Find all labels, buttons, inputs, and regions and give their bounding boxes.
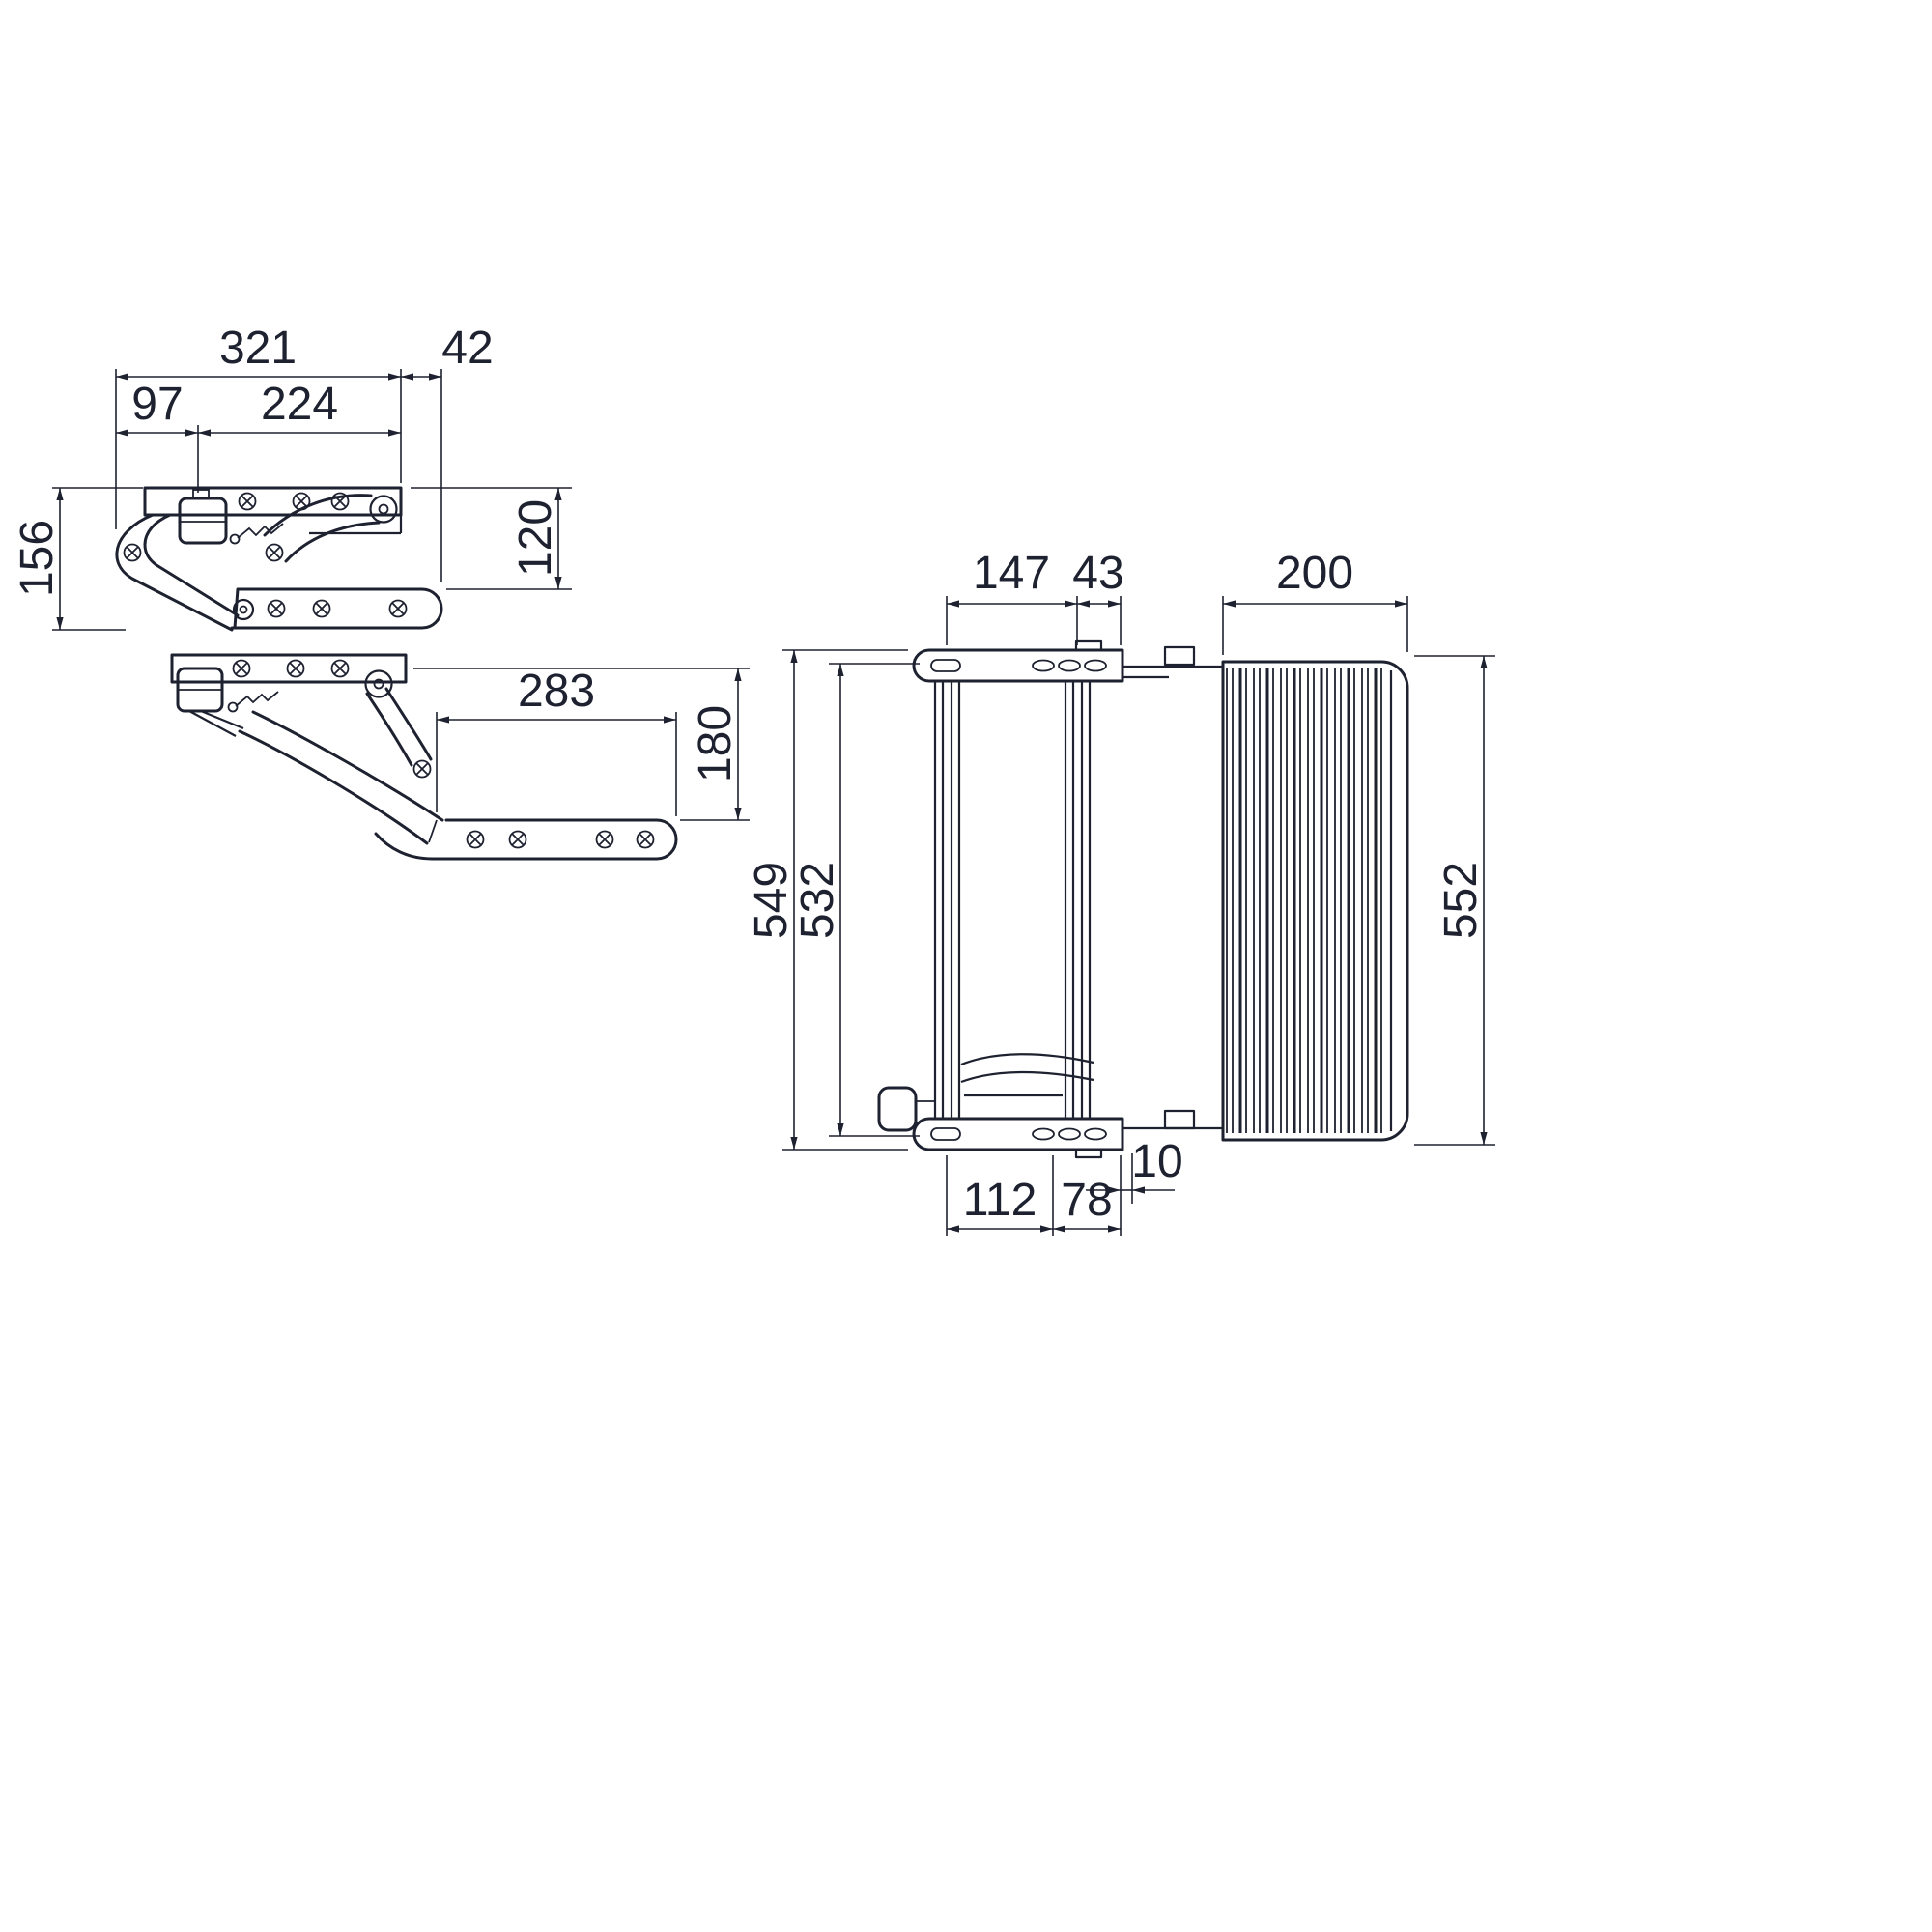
dim-label-frame-height: 532 [792, 862, 843, 939]
dim-label-overall-height: 549 [746, 862, 797, 939]
lock-pin-eye [229, 533, 241, 545]
side-view-retracted [115, 486, 443, 632]
tread-ribs-accent [1238, 668, 1378, 1133]
extension-arm-rear-bottom [365, 692, 413, 767]
lock-pin-eye [227, 701, 239, 713]
extension-lines [782, 596, 1495, 1236]
linkage-arm-bottom [284, 521, 381, 563]
screw-head [238, 492, 257, 511]
folded-step [230, 587, 443, 630]
screw-head [286, 659, 305, 678]
dim-label-overall-width: 321 [219, 323, 297, 374]
mounting-plate [170, 653, 408, 684]
screw-head [123, 543, 142, 562]
latch-tab [1163, 645, 1196, 667]
support-leg-outer [115, 513, 234, 632]
screw-head [412, 759, 432, 779]
screw-head [232, 659, 251, 678]
mounting-plate [143, 486, 403, 517]
drive-unit [178, 497, 228, 545]
lock-pin-clip [235, 691, 279, 707]
extension-arm-front-top [251, 710, 444, 822]
top-mounting-bar [912, 648, 1124, 683]
bolt-hole [1032, 659, 1055, 672]
tread-ribs [1226, 668, 1382, 1133]
screw-head [508, 830, 527, 849]
step-tread [1221, 660, 1409, 1142]
screw-head [265, 543, 284, 562]
dim-label-tread-width: 200 [1276, 548, 1353, 599]
screw-head [466, 830, 485, 849]
screw-head [388, 599, 408, 618]
step-pivot-center [239, 605, 248, 614]
dim-label-tread-height: 552 [1435, 862, 1487, 939]
extension-arm-rear-top [384, 687, 433, 761]
dim-label-bracket-width: 224 [261, 379, 338, 430]
dim-label-step-overhang: 42 [441, 323, 493, 374]
drive-unit-nub [192, 489, 210, 499]
screw-head [312, 599, 331, 618]
bottom-foot [1074, 1148, 1103, 1159]
top-tab [1074, 639, 1103, 652]
dim-label-edge-offset: 10 [1131, 1136, 1182, 1187]
extended-step [374, 818, 678, 861]
linkage-arm-top [263, 494, 373, 537]
step-pivot [232, 598, 255, 621]
bolt-hole [1058, 659, 1081, 672]
bottom-mounting-bar [912, 1117, 1124, 1151]
dim-label-gap-bottom: 78 [1061, 1175, 1112, 1226]
dim-label-step-reach: 283 [518, 666, 595, 717]
pivot-bolt [369, 495, 398, 524]
dim-label-gap-top: 43 [1072, 548, 1123, 599]
dim-label-folded-height: 120 [510, 499, 561, 577]
guide-rails [933, 682, 1092, 1118]
bolt-hole [1058, 1127, 1081, 1141]
step-joint-line [428, 819, 438, 843]
dimensions-front: 147 43 200 549 532 552 112 78 10 [746, 548, 1495, 1236]
support-leg-inner [143, 513, 240, 617]
latch-tab [1163, 1109, 1196, 1130]
dim-label-step-drop: 180 [690, 705, 741, 782]
bolt-hole [1032, 1127, 1055, 1141]
support-leg [188, 709, 244, 737]
bolt-hole [1084, 659, 1107, 672]
release-handle [877, 1086, 918, 1132]
extension-lines [413, 668, 750, 821]
mounting-slot [930, 659, 961, 672]
dim-label-pin-offset: 97 [131, 379, 183, 430]
screw-head [595, 830, 614, 849]
dimensions-side-extended: 283 180 [413, 666, 750, 821]
dimensions-side-retracted: 321 42 97 224 156 120 [12, 323, 572, 631]
mounting-slot [930, 1127, 961, 1141]
extension-lines [52, 369, 572, 631]
dim-label-overall-height: 156 [12, 520, 63, 597]
dim-label-slot-span-top: 147 [973, 548, 1050, 599]
folded-step-edge [960, 1053, 1094, 1097]
screw-head [292, 492, 311, 511]
bolt-hole [1084, 1127, 1107, 1141]
screw-head [330, 659, 350, 678]
screw-head [267, 599, 286, 618]
screw-head [636, 830, 655, 849]
front-view [877, 639, 1409, 1159]
top-connecting-edge [1122, 665, 1223, 679]
lock-pin-clip [237, 523, 284, 539]
side-view-extended [170, 653, 678, 861]
extension-arm-front-bottom [238, 729, 429, 845]
dim-label-slot-span-bottom: 112 [963, 1175, 1037, 1226]
